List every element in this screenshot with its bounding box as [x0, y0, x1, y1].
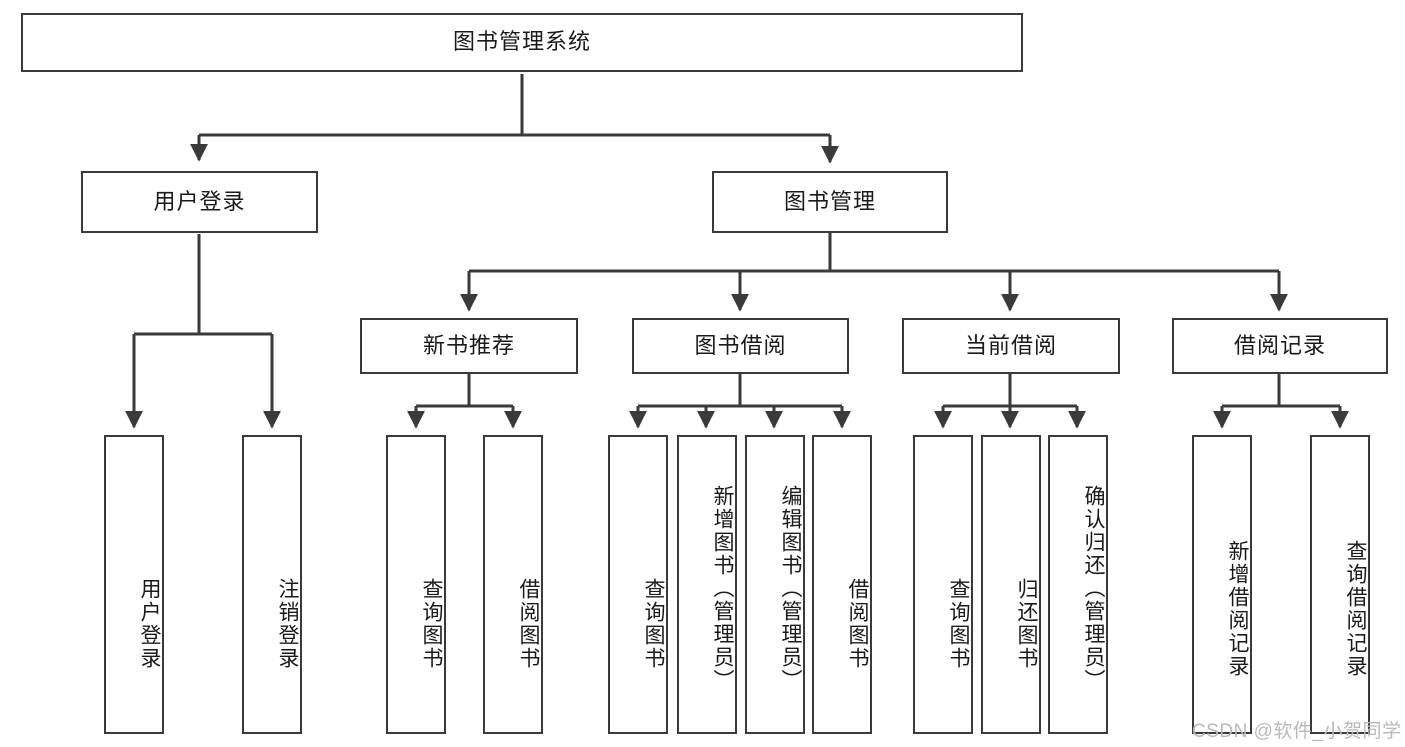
leaf-book-borrow-1[interactable]: 查询图书 — [608, 435, 668, 734]
node-new-book-recommend-label: 新书推荐 — [422, 332, 515, 358]
leaf-label: 借阅图书 — [846, 577, 869, 670]
leaf-label: 借阅图书 — [517, 577, 540, 670]
leaf-label: 新增借阅记录 — [1226, 539, 1249, 678]
node-borrow-record-label: 借阅记录 — [1233, 332, 1326, 358]
node-current-borrow-label: 当前借阅 — [964, 332, 1057, 358]
leaf-label: 新增图书（管理员） — [711, 485, 734, 692]
node-book-management[interactable]: 图书管理 — [712, 171, 948, 233]
leaf-label: 编辑图书（管理员） — [779, 485, 802, 692]
node-current-borrow[interactable]: 当前借阅 — [902, 318, 1120, 374]
node-borrow-record[interactable]: 借阅记录 — [1172, 318, 1388, 374]
leaf-label: 归还图书 — [1015, 577, 1038, 670]
leaf-book-borrow-4[interactable]: 借阅图书 — [812, 435, 872, 734]
node-user-login-label: 用户登录 — [153, 188, 246, 214]
leaf-book-borrow-3[interactable]: 编辑图书（管理员） — [745, 435, 805, 734]
leaf-current-borrow-1[interactable]: 查询图书 — [913, 435, 973, 734]
leaf-label: 确认归还（管理员） — [1082, 485, 1105, 692]
leaf-user-login-1[interactable]: 用户登录 — [104, 435, 164, 734]
node-root-label: 图书管理系统 — [452, 29, 591, 55]
leaf-book-borrow-2[interactable]: 新增图书（管理员） — [677, 435, 737, 734]
leaf-current-borrow-2[interactable]: 归还图书 — [981, 435, 1041, 734]
leaf-borrow-record-2[interactable]: 查询借阅记录 — [1310, 435, 1370, 734]
leaf-label: 查询图书 — [947, 577, 970, 670]
leaf-user-login-2[interactable]: 注销登录 — [242, 435, 302, 734]
leaf-label: 用户登录 — [138, 577, 161, 670]
leaf-label: 注销登录 — [276, 577, 299, 670]
leaf-borrow-record-1[interactable]: 新增借阅记录 — [1192, 435, 1252, 734]
leaf-new-book-recommend-2[interactable]: 借阅图书 — [483, 435, 543, 734]
leaf-current-borrow-3[interactable]: 确认归还（管理员） — [1048, 435, 1108, 734]
leaf-new-book-recommend-1[interactable]: 查询图书 — [386, 435, 446, 734]
node-root[interactable]: 图书管理系统 — [21, 13, 1023, 72]
leaf-label: 查询图书 — [420, 577, 443, 670]
node-user-login[interactable]: 用户登录 — [81, 171, 318, 233]
node-book-borrow[interactable]: 图书借阅 — [632, 318, 849, 374]
csdn-watermark: CSDN @软件_小贺同学 — [1192, 721, 1402, 742]
leaf-label: 查询图书 — [642, 577, 665, 670]
node-book-management-label: 图书管理 — [783, 188, 876, 214]
leaf-label: 查询借阅记录 — [1344, 539, 1367, 678]
node-new-book-recommend[interactable]: 新书推荐 — [360, 318, 578, 374]
node-book-borrow-label: 图书借阅 — [694, 332, 787, 358]
